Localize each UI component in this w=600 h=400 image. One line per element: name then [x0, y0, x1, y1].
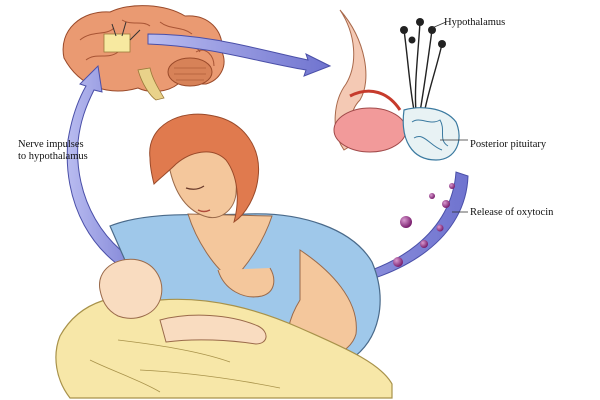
mother-illustration: [109, 113, 381, 371]
baby-illustration: [55, 258, 393, 399]
label-nerve-impulses-line1: Nerve impulses: [18, 139, 84, 150]
arrow-nerve-impulses: [66, 64, 157, 283]
label-posterior-pituitary: Posterior pituitary: [470, 139, 547, 150]
label-hypothalamus: Hypothalamus: [444, 17, 506, 28]
label-nerve-impulses-line2: to hypothalamus: [18, 151, 88, 162]
brain-illustration: [62, 5, 225, 101]
label-release-of-oxytocin: Release of oxytocin: [470, 207, 554, 218]
pituitary-illustration: [333, 9, 468, 161]
arrow-brain-to-hypothalamus: [147, 33, 332, 77]
